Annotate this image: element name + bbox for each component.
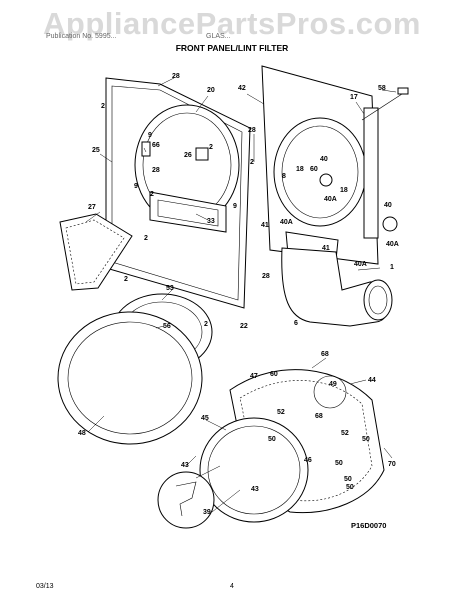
callout-label: 58 bbox=[378, 85, 386, 92]
callout-label: 40A bbox=[386, 241, 399, 248]
callout-label: 18 bbox=[340, 187, 348, 194]
callout-label: 26 bbox=[184, 152, 192, 159]
callout-label: 1 bbox=[390, 264, 394, 271]
callout-label: 2 bbox=[124, 276, 128, 283]
callout-label: 43 bbox=[251, 486, 259, 493]
callout-label: 50 bbox=[268, 436, 276, 443]
footer-date: 03/13 bbox=[36, 583, 54, 590]
callout-label: 70 bbox=[388, 461, 396, 468]
lint-filter bbox=[59, 213, 133, 291]
callout-label: 53 bbox=[166, 285, 174, 292]
callout-label: 52 bbox=[341, 430, 349, 437]
callout-label: 40A bbox=[354, 261, 367, 268]
callout-label: 60 bbox=[270, 371, 278, 378]
callout-label: 25 bbox=[92, 147, 100, 154]
callout-label: 40A bbox=[280, 219, 293, 226]
sensor-grommet bbox=[382, 216, 398, 232]
callout-label: 41 bbox=[322, 245, 330, 252]
footer-page-number: 4 bbox=[230, 583, 234, 590]
callout-label: 66 bbox=[152, 142, 160, 149]
rear-bulkhead bbox=[261, 65, 379, 265]
lint-duct bbox=[281, 247, 393, 327]
callout-label: 8 bbox=[282, 173, 286, 180]
callout-label: 2 bbox=[209, 144, 213, 151]
callout-label: 50 bbox=[346, 484, 354, 491]
callout-label: 17 bbox=[350, 94, 358, 101]
leader-lines bbox=[85, 77, 397, 467]
callout-label: 47 bbox=[250, 373, 258, 380]
callout-label: 40A bbox=[324, 196, 337, 203]
callout-label: 40 bbox=[384, 202, 392, 209]
callout-label: 2 bbox=[250, 159, 254, 166]
publication-number: Publication No. 5995... bbox=[46, 33, 117, 40]
callout-label: 68 bbox=[321, 351, 329, 358]
diagram-id: P16D0070 bbox=[351, 521, 386, 530]
watermark: AppliancePartsPros.com bbox=[43, 6, 421, 41]
callout-label: 50 bbox=[344, 476, 352, 483]
callout-label: 50 bbox=[335, 460, 343, 467]
door-seal bbox=[57, 311, 203, 445]
callout-label: 46 bbox=[304, 457, 312, 464]
callout-label: 41 bbox=[261, 222, 269, 229]
callout-label: 2 bbox=[150, 191, 154, 198]
callout-label: 28 bbox=[172, 73, 180, 80]
callout-label: 43 bbox=[181, 462, 189, 469]
callout-label: 22 bbox=[240, 323, 248, 330]
callout-label: 48 bbox=[78, 430, 86, 437]
callout-label: 56 bbox=[163, 323, 171, 330]
front-panel bbox=[105, 77, 251, 309]
callout-label: 44 bbox=[368, 377, 376, 384]
door-window bbox=[199, 417, 309, 523]
door-latch-detail bbox=[157, 465, 241, 529]
callout-label: 2 bbox=[204, 321, 208, 328]
callout-label: 52 bbox=[277, 409, 285, 416]
callout-label: 42 bbox=[238, 85, 246, 92]
callout-label: 2 bbox=[101, 103, 105, 110]
callout-label: 27 bbox=[88, 204, 96, 211]
callout-label: 40 bbox=[320, 156, 328, 163]
sensor-harness bbox=[361, 87, 409, 121]
callout-label: 20 bbox=[207, 87, 215, 94]
callout-label: 49 bbox=[329, 381, 337, 388]
callout-label: 50 bbox=[362, 436, 370, 443]
callout-labels: 28 2 20 42 58 17 25 66 26 9 28 2 28 2 18… bbox=[78, 73, 399, 516]
callout-label: 45 bbox=[201, 415, 209, 422]
section-title: FRONT PANEL/LINT FILTER bbox=[175, 43, 289, 53]
model-number: GLAS... bbox=[206, 33, 231, 40]
callout-label: 28 bbox=[248, 127, 256, 134]
callout-label: 6 bbox=[294, 320, 298, 327]
callout-label: 28 bbox=[152, 167, 160, 174]
callout-label: 28 bbox=[262, 273, 270, 280]
callout-label: 9 bbox=[233, 203, 237, 210]
callout-label: 9 bbox=[148, 132, 152, 139]
callout-label: 68 bbox=[315, 413, 323, 420]
callout-label: 60 bbox=[310, 166, 318, 173]
callout-label: 39 bbox=[203, 509, 211, 516]
callout-label: 18 bbox=[296, 166, 304, 173]
callout-label: 2 bbox=[144, 235, 148, 242]
callout-label: 9 bbox=[134, 183, 138, 190]
callout-label: 33 bbox=[207, 218, 215, 225]
